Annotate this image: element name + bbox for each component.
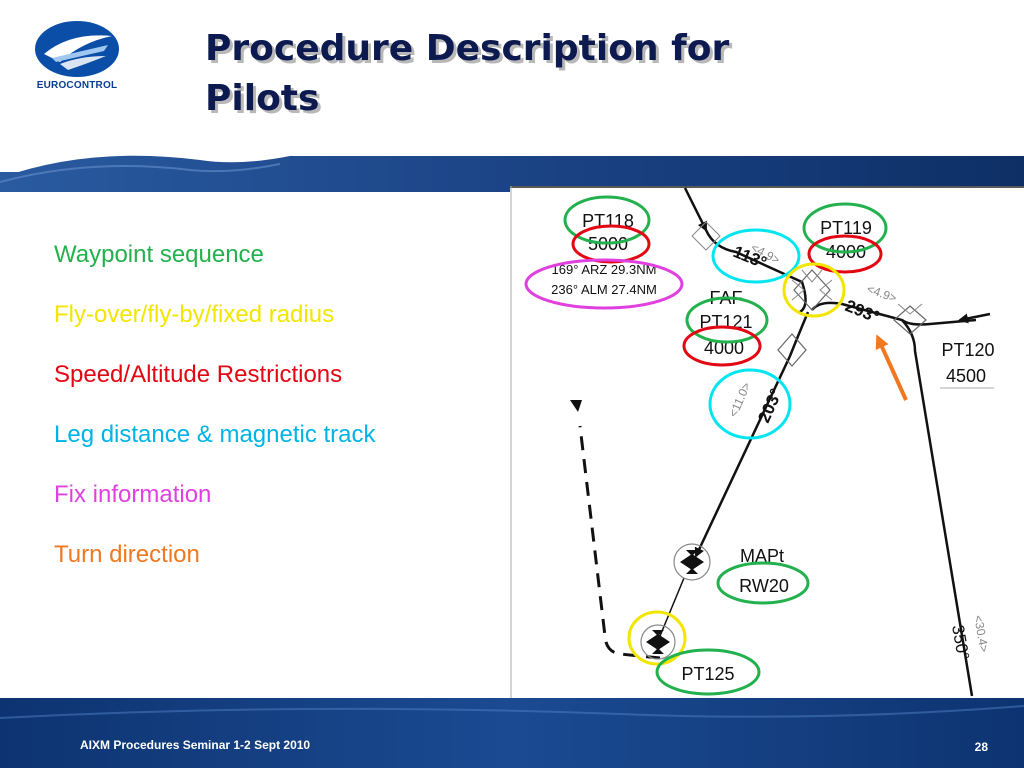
legend-item-fix-information: Fix information [54, 481, 212, 508]
legend-item-restrictions: Speed/Altitude Restrictions [54, 361, 343, 388]
page-number: 28 [974, 740, 988, 754]
legend-list: Waypoint sequence Fly-over/fly-by/fixed … [54, 238, 376, 598]
ellipse-sequence-pt125 [655, 648, 761, 696]
waypoint-mapt-symbol [673, 543, 711, 581]
missed-approach-dashed [578, 425, 661, 660]
inbound-leg-top [683, 187, 708, 232]
pt120-name: PT120 [941, 340, 994, 360]
leg-203 [694, 311, 810, 558]
ellipse-flyover-pt119 [782, 262, 846, 318]
title-line-2: Pilots [205, 78, 320, 119]
ellipse-leg-113 [711, 228, 801, 284]
distance-tick-350: <30.4> [971, 614, 991, 653]
leg-350 [901, 319, 974, 697]
legend-item-waypoint-sequence: Waypoint sequence [54, 241, 264, 268]
pt125-name: PT125 [681, 664, 734, 684]
diagram-background [510, 186, 1024, 698]
ellipse-restriction-pt118 [571, 224, 651, 264]
inbound-arrow-pt120 [958, 312, 991, 324]
ellipse-restriction-pt119 [807, 234, 883, 274]
legend-item-leg-distance: Leg distance & magnetic track [54, 421, 376, 448]
title-line-1: Procedure Description for [205, 28, 730, 69]
legend-item-flyover: Fly-over/fly-by/fixed radius [54, 301, 335, 328]
ellipse-fix-info [524, 258, 684, 310]
ellipse-leg-203 [708, 368, 792, 440]
flight-path [570, 187, 991, 697]
procedure-diagram: <4.9> <4.9> <11.0> <30.4> 113° 293° 203°… [510, 186, 1024, 698]
legend-item-turn-direction: Turn direction [54, 541, 200, 568]
ellipse-sequence-pt119 [802, 202, 888, 254]
ellipse-sequence-rw20 [716, 561, 810, 605]
waypoint-pt125-symbol [640, 624, 676, 660]
fix-info-line-2: 236° ALM 27.4NM [551, 282, 657, 297]
ellipse-sequence-pt118 [563, 195, 651, 245]
ellipse-sequence-pt121 [685, 296, 769, 344]
waypoint-pt121-symbol [777, 333, 807, 367]
waypoint-pt120-symbol [893, 303, 927, 335]
fix-info-line-1: 169° ARZ 29.3NM [552, 262, 657, 277]
rw20-name: RW20 [739, 576, 789, 596]
footer: AIXM Procedures Seminar 1-2 Sept 2010 28 [0, 698, 1024, 768]
ellipse-restriction-pt121 [682, 325, 762, 367]
leg-113 [704, 229, 807, 314]
waypoint-pt119-symbol [791, 269, 833, 311]
turn-direction-arrow [875, 334, 908, 401]
footer-text: AIXM Procedures Seminar 1-2 Sept 2010 [80, 738, 311, 752]
page-title: Procedure Description for Pilots [205, 24, 905, 124]
mapt-label: MAPt [740, 546, 784, 566]
waypoint-pt118-symbol [691, 221, 721, 251]
eurocontrol-emblem-icon [35, 21, 119, 77]
pt119-name: PT119 [820, 218, 872, 238]
missed-approach-arrowhead [570, 400, 582, 412]
logo-text: EUROCONTROL [36, 80, 118, 91]
pt120-altitude: 4500 [946, 366, 986, 386]
eurocontrol-logo: EUROCONTROL [22, 18, 132, 98]
ellipse-flyover-pt125 [627, 610, 687, 666]
footer-band [0, 698, 1024, 768]
